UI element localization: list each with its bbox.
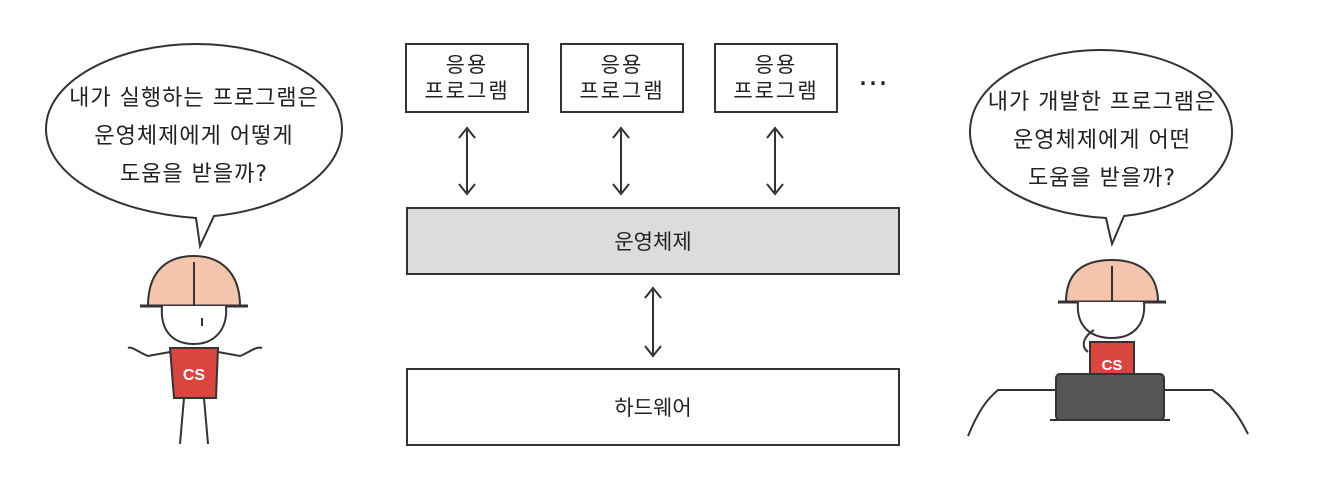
app-program-label-line2: 프로그램	[424, 79, 510, 103]
more-ellipsis: …	[858, 58, 891, 93]
left-speech-bubble	[44, 42, 344, 250]
double-arrow-icon	[612, 126, 630, 196]
app-program-box: 응용 프로그램	[405, 43, 529, 113]
right-bubble-line: 내가 개발한 프로그램은	[987, 90, 1217, 115]
shirt-label: CS	[1102, 357, 1123, 374]
left-bubble-line: 내가 실행하는 프로그램은	[69, 86, 319, 111]
right-speech-bubble	[968, 48, 1234, 248]
left-bubble-line: 운영체제에게 어떻게	[94, 124, 294, 149]
left-bubble-text: 내가 실행하는 프로그램은 운영체제에게 어떻게 도움을 받을까?	[58, 80, 330, 194]
right-bubble-text: 내가 개발한 프로그램은 운영체제에게 어떤 도움을 받을까?	[980, 84, 1224, 198]
operating-system-box: 운영체제	[406, 207, 900, 275]
left-worker-character	[127, 254, 263, 445]
right-worker-character	[967, 258, 1249, 437]
hardware-label: 하드웨어	[614, 396, 692, 420]
app-program-label-line1: 응용	[754, 53, 798, 77]
app-program-label-line2: 프로그램	[579, 79, 665, 103]
right-bubble-line: 도움을 받을까?	[1027, 166, 1177, 191]
left-bubble-line: 도움을 받을까?	[119, 162, 269, 187]
operating-system-label: 운영체제	[614, 230, 692, 254]
double-arrow-icon	[766, 126, 784, 196]
app-program-box: 응용 프로그램	[560, 43, 684, 113]
laptop-icon	[1050, 373, 1170, 421]
hardware-box: 하드웨어	[406, 368, 900, 446]
right-bubble-line: 운영체제에게 어떤	[1013, 128, 1191, 153]
app-program-label-line2: 프로그램	[733, 79, 819, 103]
app-program-box: 응용 프로그램	[714, 43, 838, 113]
shirt-label: CS	[183, 367, 206, 384]
app-program-label-line1: 응용	[600, 53, 644, 77]
double-arrow-icon	[458, 126, 476, 196]
double-arrow-icon	[644, 286, 662, 358]
app-program-label-line1: 응용	[445, 53, 489, 77]
